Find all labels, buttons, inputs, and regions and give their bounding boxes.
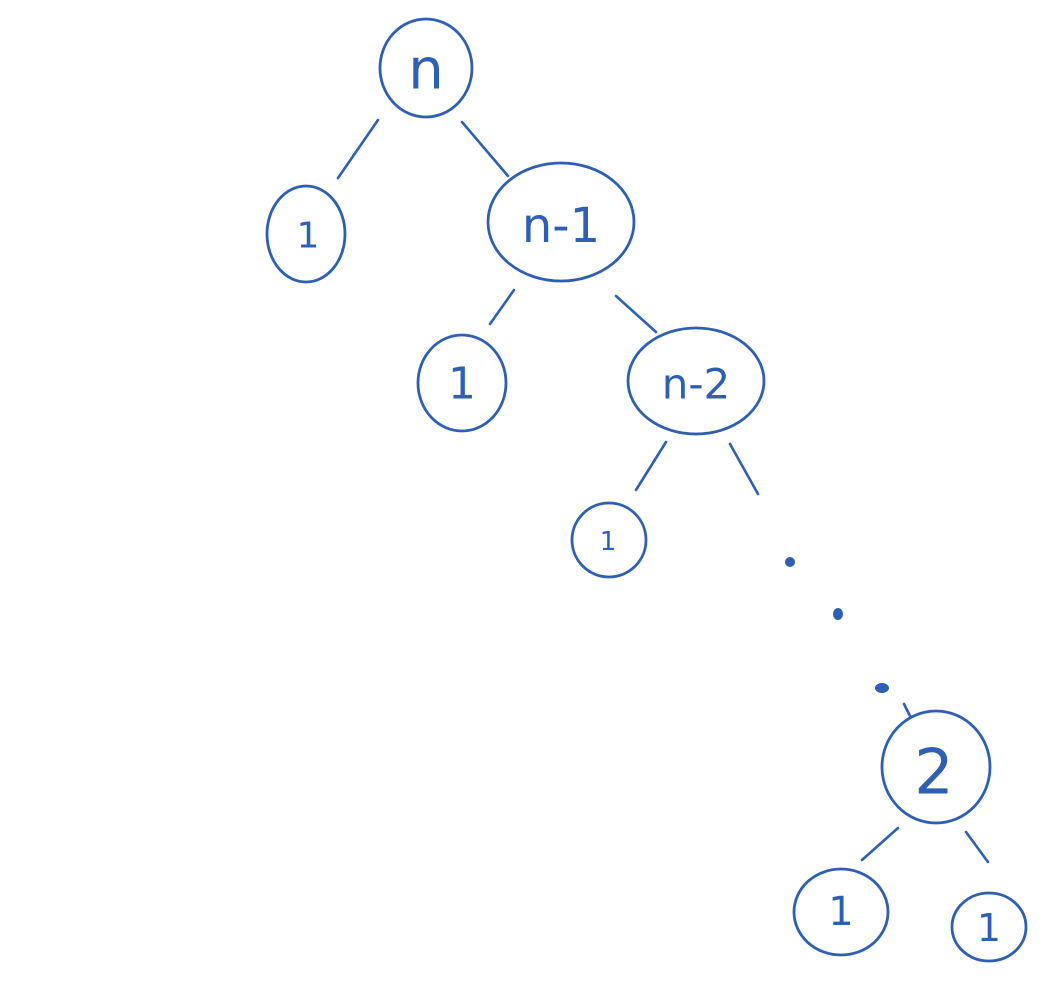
- tree-edges: [336, 118, 990, 864]
- edge-n-to-1: [336, 118, 380, 180]
- edge-n-2-to-ellipsis: [728, 442, 760, 496]
- node-label: n: [408, 38, 444, 103]
- tree-nodes: n 1 n-1 1 n-2 1 2 1: [265, 17, 1028, 963]
- node-circle: [626, 326, 766, 436]
- continuation-ellipsis: [785, 557, 889, 693]
- tree-node-n: n: [378, 17, 474, 119]
- edge-2-to-1-right: [964, 830, 990, 864]
- tree-node-1: 1: [570, 501, 648, 579]
- tree-node-1: 1: [416, 333, 508, 433]
- ellipsis-dot: [875, 683, 889, 693]
- node-circle: [950, 891, 1028, 963]
- ellipsis-dot: [833, 608, 843, 620]
- node-label: 1: [297, 216, 320, 257]
- tree-node-2: 2: [880, 709, 992, 825]
- edge-n-1-to-1: [488, 288, 516, 326]
- node-label: n-2: [662, 360, 731, 409]
- ellipsis-dot: [785, 557, 795, 567]
- tree-node-n-1: n-1: [486, 161, 636, 283]
- node-circle: [486, 161, 636, 283]
- node-label: n-1: [522, 198, 600, 254]
- tree-node-n-2: n-2: [626, 326, 766, 436]
- edge-2-to-1-left: [860, 826, 900, 862]
- edge-n-to-n-1: [460, 120, 510, 178]
- node-label: 2: [914, 736, 953, 809]
- node-label: 1: [828, 889, 853, 935]
- node-label: 1: [977, 906, 1001, 950]
- node-circle: [880, 709, 992, 825]
- edge-ellipsis-to-2: [902, 702, 912, 718]
- tree-node-1: 1: [792, 867, 890, 957]
- node-label: 1: [600, 527, 617, 557]
- node-circle: [570, 501, 648, 579]
- node-circle: [792, 867, 890, 957]
- tree-node-1: 1: [950, 891, 1028, 963]
- tree-node-1: 1: [265, 184, 347, 284]
- node-circle: [378, 17, 474, 119]
- edge-n-1-to-n-2: [614, 294, 658, 334]
- node-circle: [265, 184, 347, 284]
- node-label: 1: [448, 359, 476, 410]
- edge-n-2-to-1: [634, 440, 668, 492]
- node-circle: [416, 333, 508, 433]
